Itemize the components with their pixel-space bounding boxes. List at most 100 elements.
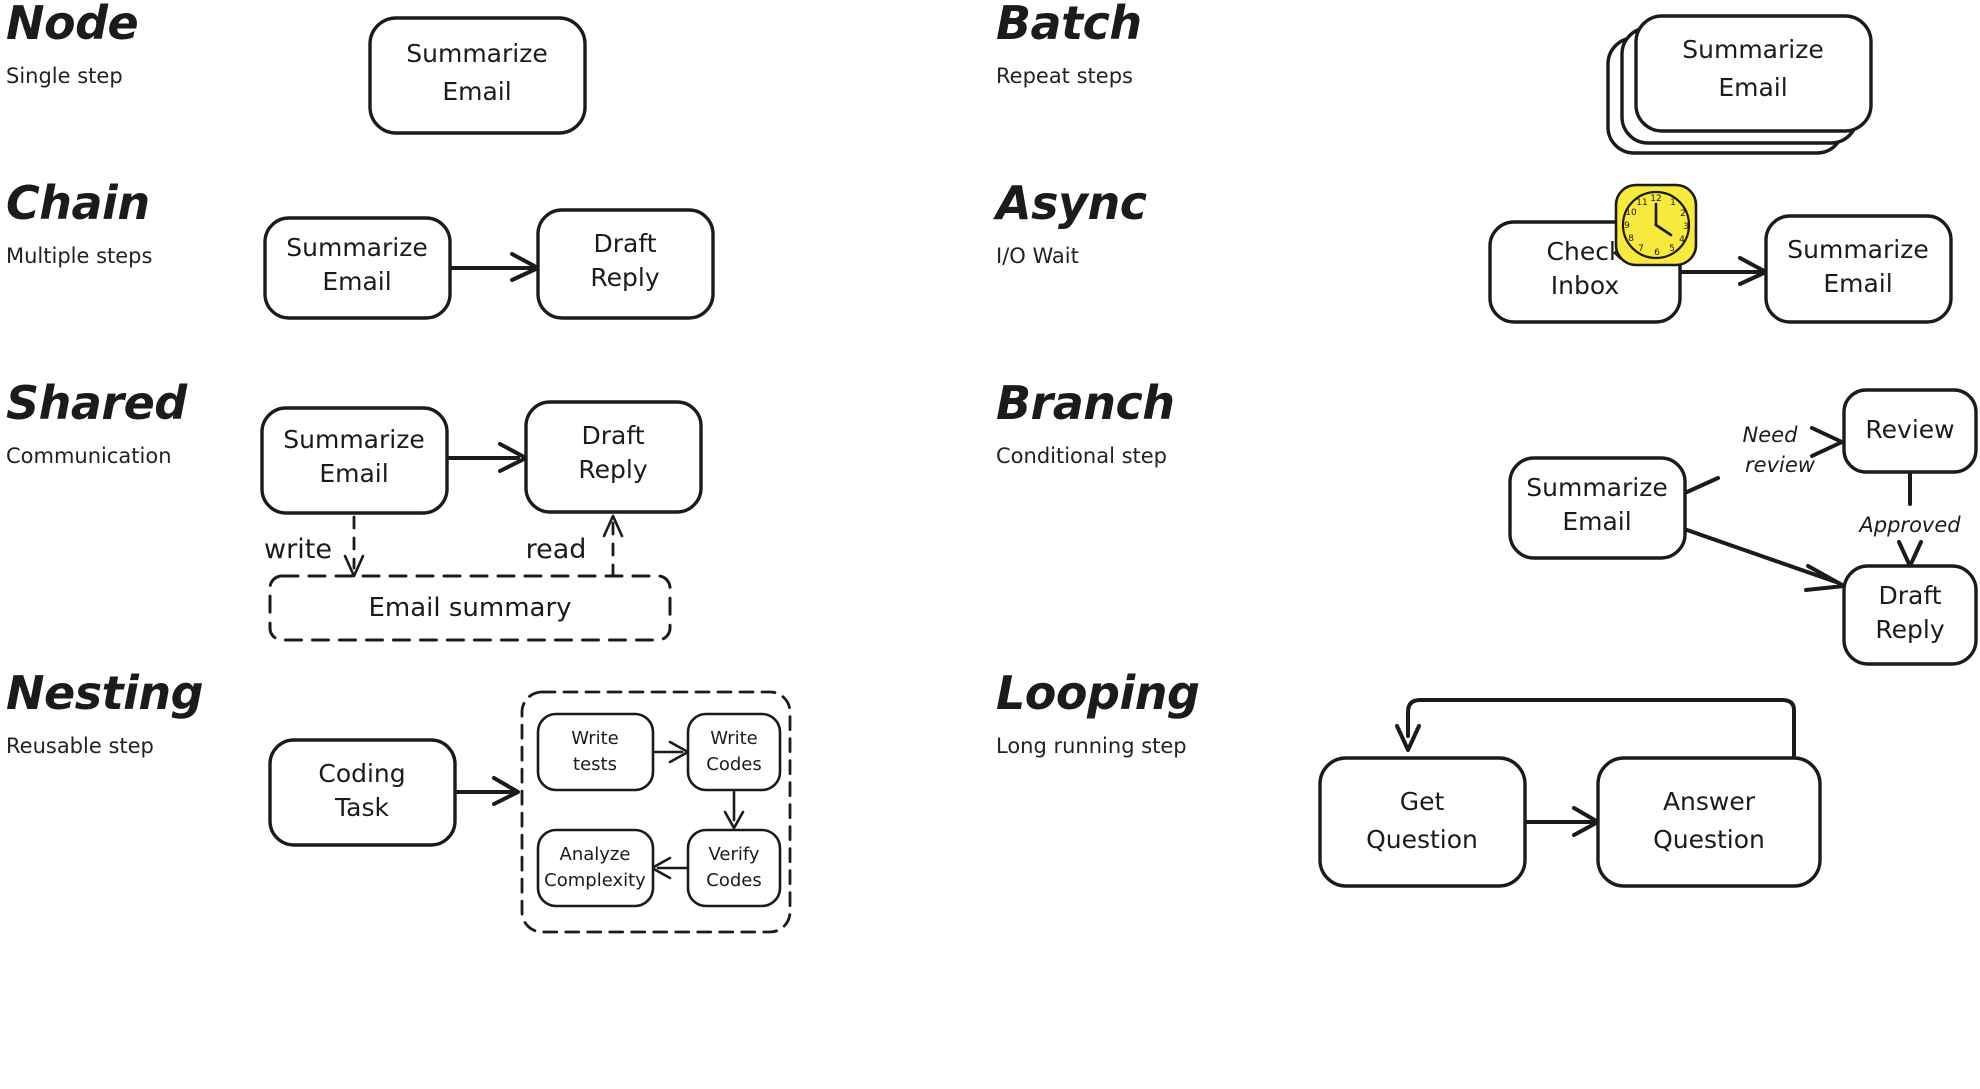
arrowhead-to-subflow	[492, 776, 520, 806]
node-label-line2: Email	[442, 77, 511, 106]
node-label-line2: Codes	[706, 870, 761, 891]
node-label-line2: tests	[573, 754, 617, 775]
node-label-line1: Draft	[1878, 581, 1941, 610]
node-summarize-email[interactable]	[260, 406, 449, 515]
section-subtitle: Single step	[6, 64, 123, 88]
clock-numeral-2: 2	[1680, 209, 1686, 219]
node-label-line1: Write	[571, 728, 619, 749]
section-chain: Chain Multiple steps Summarize Email Dra…	[0, 180, 990, 380]
section-title: Branch	[996, 376, 1175, 430]
node-get-question[interactable]	[1318, 756, 1527, 888]
clock-numeral-12: 12	[1650, 194, 1661, 204]
clock-numeral-9: 9	[1624, 221, 1630, 231]
section-chain-label: Chain Multiple steps	[0, 180, 270, 380]
clock-numeral-6: 6	[1654, 248, 1660, 258]
section-looping-label: Looping Long running step	[990, 670, 1260, 959]
shared-store-label: Email summary	[368, 593, 571, 623]
node-draft-reply[interactable]	[524, 400, 703, 514]
node-label-line2: Email	[322, 267, 391, 296]
node-answer-question[interactable]	[1596, 756, 1822, 888]
section-title: Shared	[6, 376, 187, 430]
section-branch-canvas: Summarize Email Need review Review Appro…	[1240, 380, 1980, 670]
section-node-label: Node Single step	[0, 0, 270, 180]
clock-numeral-7: 7	[1638, 244, 1644, 254]
node-label-line1: Draft	[581, 421, 644, 450]
node-label-line1: Write	[710, 728, 758, 749]
section-chain-canvas: Summarize Email Draft Reply	[250, 180, 990, 380]
clock-numeral-4: 4	[1679, 235, 1685, 245]
node-label-line1: Summarize	[1526, 473, 1667, 502]
node-draft-reply[interactable]	[536, 208, 715, 320]
node-label-line2: Email	[1562, 507, 1631, 536]
edge-label-read: read	[526, 534, 587, 565]
edge-loop-back	[1406, 698, 1796, 772]
node-label-line1: Summarize	[1787, 235, 1928, 264]
node-label-line1: Check	[1547, 237, 1624, 266]
section-branch: Branch Conditional step Summarize Email …	[990, 380, 1980, 670]
edge-label-need-line1: Need	[1743, 423, 1799, 447]
section-subtitle: Conditional step	[996, 444, 1168, 468]
node-verify-codes[interactable]	[686, 828, 782, 908]
clock-icon: 12 1 2 3 4 5 6 7 8 9 10 11	[1614, 183, 1698, 267]
section-async-canvas: Check Inbox 12 1 2 3 4 5 6 7 8 9 10	[1240, 180, 1980, 380]
section-title: Batch	[996, 0, 1142, 50]
node-coding-task[interactable]	[268, 738, 457, 847]
node-label-line1: Answer	[1663, 787, 1756, 816]
section-branch-label: Branch Conditional step	[990, 380, 1260, 670]
node-write-tests[interactable]	[536, 712, 655, 792]
node-label-line2: Email	[319, 459, 388, 488]
shared-store-email-summary[interactable]	[268, 574, 672, 642]
section-subtitle: Multiple steps	[6, 244, 153, 268]
clock-numeral-8: 8	[1628, 234, 1634, 244]
arrowhead-loop-back	[1395, 724, 1421, 752]
nested-subflow-container[interactable]	[520, 690, 792, 934]
node-summarize-email[interactable]	[1508, 456, 1687, 560]
node-summarize-email[interactable]	[1764, 214, 1953, 324]
node-analyze-complexity[interactable]	[536, 828, 655, 908]
node-label-line2: Inbox	[1551, 271, 1619, 300]
arrowhead-read	[602, 514, 624, 538]
arrowhead-need-review	[1810, 426, 1844, 458]
edge-direct-draft	[1685, 528, 1838, 584]
node-label-line2: Reply	[1875, 615, 1944, 644]
node-label-line1: Summarize	[1682, 35, 1823, 64]
section-node-canvas: Summarize Email	[250, 0, 990, 180]
node-summarize-email[interactable]	[368, 16, 587, 135]
arrowhead-approved	[1897, 540, 1923, 568]
section-batch-label: Batch Repeat steps	[990, 0, 1260, 180]
section-subtitle: Long running step	[996, 734, 1187, 758]
node-summarize-email[interactable]	[1634, 14, 1873, 133]
section-title: Node	[6, 0, 139, 50]
node-label-line2: Reply	[578, 455, 647, 484]
section-shared: Shared Communication Summarize Email Dra…	[0, 380, 990, 670]
section-node: Node Single step Summarize Email	[0, 0, 990, 180]
node-label-line2: Complexity	[544, 870, 646, 891]
node-label-line2: Email	[1823, 269, 1892, 298]
edge-label-need-line2: review	[1745, 453, 1816, 477]
node-label-line2: Question	[1366, 825, 1478, 854]
node-label-line1: Summarize	[286, 233, 427, 262]
clock-numeral-1: 1	[1670, 198, 1676, 208]
node-label-line1: Verify	[708, 844, 759, 865]
section-nesting-canvas: Coding Task Write tests Write Codes Veri…	[250, 670, 990, 959]
section-async-label: Async I/O Wait	[990, 180, 1260, 380]
node-label-review: Review	[1865, 415, 1954, 444]
node-label-line1: Summarize	[406, 39, 547, 68]
node-label-line1: Get	[1400, 787, 1445, 816]
node-draft-reply[interactable]	[1842, 564, 1978, 666]
section-shared-label: Shared Communication	[0, 380, 270, 670]
node-label-line2: Question	[1653, 825, 1765, 854]
node-label-line1: Coding	[318, 759, 405, 788]
arrowhead-write	[343, 554, 365, 578]
section-nesting-label: Nesting Reusable step	[0, 670, 270, 959]
clock-numeral-5: 5	[1669, 244, 1675, 254]
edge-label-write: write	[264, 534, 332, 565]
section-subtitle: I/O Wait	[996, 244, 1079, 268]
section-async: Async I/O Wait Check Inbox 12 1 2 3 4 5 …	[990, 180, 1980, 380]
node-label-line2: Reply	[590, 263, 659, 292]
clock-numeral-11: 11	[1636, 198, 1647, 208]
node-write-codes[interactable]	[686, 712, 782, 792]
section-title: Looping	[996, 666, 1200, 720]
section-shared-canvas: Summarize Email Draft Reply write read E…	[250, 380, 990, 670]
